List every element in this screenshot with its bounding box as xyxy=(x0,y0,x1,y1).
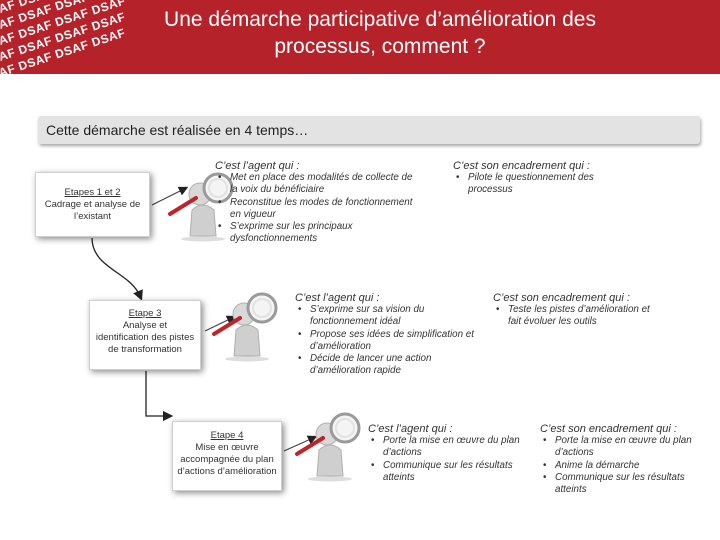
list-item: Met en place des modalités de collecte d… xyxy=(215,172,420,196)
step-desc-line: Analyse et xyxy=(122,320,168,331)
step-title: Etapes 1 et 2 xyxy=(64,187,121,198)
agent-heading: C’est l’agent qui : xyxy=(295,292,380,304)
person-with-magnifier-icon xyxy=(212,292,278,362)
pointer-arrow-icon xyxy=(151,186,189,206)
encadrement-heading: C’est son encadrement qui : xyxy=(453,160,590,172)
list-item: Communique sur les résultats atteints xyxy=(540,472,715,496)
down-arrow-icon xyxy=(145,371,174,422)
list-item: S’exprime sur les principaux dysfonction… xyxy=(215,221,420,245)
list-item: Anime la démarche xyxy=(540,460,715,472)
pointer-arrow-icon xyxy=(204,315,237,332)
page-title: Une démarche participative d’amélioratio… xyxy=(100,6,660,60)
list-item: Pilote le questionnement des processus xyxy=(453,172,613,196)
step-desc-line: accompagnée du plan xyxy=(180,454,274,465)
agent-heading: C’est l’agent qui : xyxy=(368,423,453,435)
step-box-4: Etape 4 Mise en œuvre accompagnée du pla… xyxy=(172,421,282,491)
step-title: Etape 4 xyxy=(210,430,244,441)
step-desc-line: l’existant xyxy=(74,211,111,222)
person-with-magnifier-icon xyxy=(295,412,361,482)
step-box-3: Etape 3 Analyse et identification des pi… xyxy=(89,300,201,370)
list-item: Porte la mise en œuvre du plan d’actions xyxy=(368,435,533,459)
list-item: Reconstitue les modes de fonctionnement … xyxy=(215,197,420,221)
encadrement-block-1: C’est son encadrement qui : Pilote le qu… xyxy=(453,160,613,197)
encadrement-block-2: C’est son encadrement qui : Teste les pi… xyxy=(493,292,653,329)
list-item: Décide de lancer une action d’améliorati… xyxy=(295,353,485,377)
step-box-1-2: Etapes 1 et 2 Cadrage et analyse de l’ex… xyxy=(35,172,150,237)
agent-heading: C’est l’agent qui : xyxy=(215,160,300,172)
agent-block-3: C’est l’agent qui : Porte la mise en œuv… xyxy=(368,423,533,484)
title-line-1: Une démarche participative d’amélioratio… xyxy=(164,8,596,31)
list-item: Communique sur les résultats atteints xyxy=(368,460,533,484)
step-title: Etape 3 xyxy=(128,308,162,319)
intro-band: Cette démarche est réalisée en 4 temps… xyxy=(38,116,700,144)
agent-block-2: C’est l’agent qui : S’exprime sur sa vis… xyxy=(295,292,485,377)
title-line-2: processus, comment ? xyxy=(274,35,486,58)
encadrement-block-3: C’est son encadrement qui : Porte la mis… xyxy=(540,423,715,496)
step-desc-line: Cadrage et analyse de xyxy=(44,199,141,210)
list-item: Porte la mise en œuvre du plan d’actions xyxy=(540,435,715,459)
list-item: Teste les pistes d’amélioration et fait … xyxy=(493,304,653,328)
pointer-arrow-icon xyxy=(283,435,318,452)
step-desc-line: de transformation xyxy=(108,344,182,355)
list-item: Propose ses idées de simplification et d… xyxy=(295,329,485,353)
step-desc-line: identification des pistes xyxy=(95,332,195,343)
header-banner xyxy=(0,0,720,74)
encadrement-heading: C’est son encadrement qui : xyxy=(493,292,630,304)
step-desc-line: Mise en œuvre xyxy=(195,442,259,453)
list-item: S’exprime sur sa vision du fonctionnemen… xyxy=(295,304,485,328)
encadrement-heading: C’est son encadrement qui : xyxy=(540,423,677,435)
down-arrow-icon xyxy=(91,237,143,301)
step-desc-line: d’actions d’amélioration xyxy=(177,466,277,477)
agent-block-1: C’est l’agent qui : Met en place des mod… xyxy=(215,160,420,245)
